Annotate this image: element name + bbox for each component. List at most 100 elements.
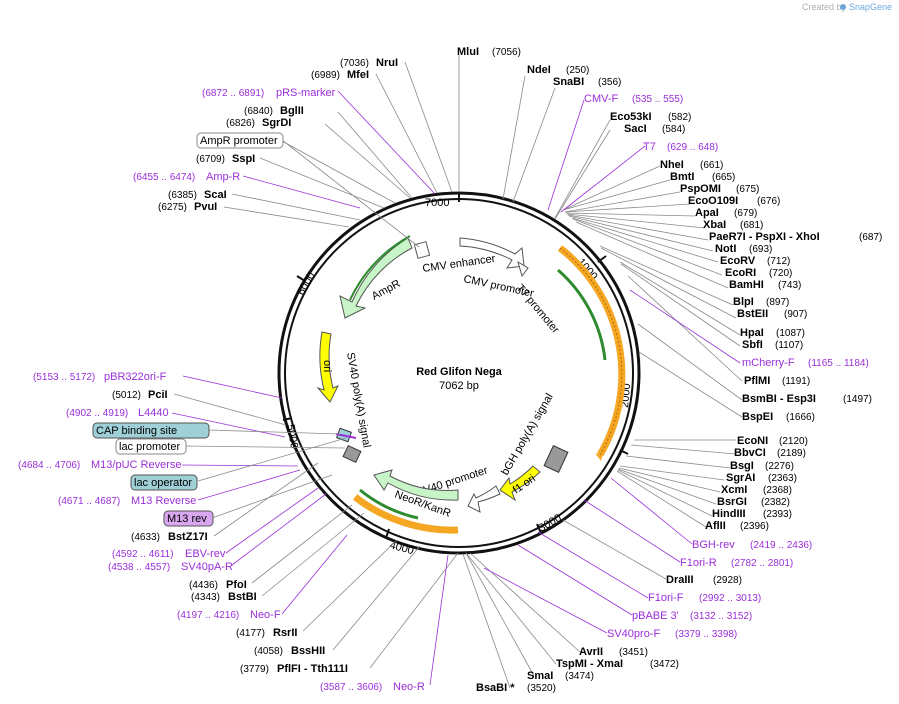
site-xcmi: XcmI	[721, 484, 747, 496]
site-sgrai: SgrAI	[726, 472, 755, 484]
site-bspei-pos: (1666)	[786, 412, 815, 423]
site-bglii-pos: (6840)	[244, 106, 273, 117]
site-bstbi: BstBI	[228, 591, 257, 603]
site-bstz17i-pos: (4633)	[131, 532, 160, 543]
cap-site-label: CAP binding site	[96, 425, 177, 437]
cmv-enhancer-label: CMV enhancer	[422, 253, 497, 275]
site-bsshii: BssHII	[291, 645, 325, 657]
ampr-label: AmpR	[370, 278, 403, 303]
site-pspomi: PspOMI	[680, 183, 721, 195]
site-bsmbi: BsmBI - Esp3I	[742, 393, 816, 405]
ori-arrow	[316, 331, 340, 403]
snapgene-logo-icon	[840, 4, 846, 10]
site-avrii-pos: (3451)	[619, 647, 648, 658]
primer-pbabe3: pBABE 3'	[632, 610, 679, 622]
tick-6000: 6000	[295, 270, 318, 297]
primer-sv40pa-r-pos: (4538 .. 4557)	[108, 562, 170, 573]
site-bsshii-pos: (4058)	[254, 646, 283, 657]
site-pflfi-pos: (3779)	[240, 664, 269, 675]
site-aflii: AflII	[705, 520, 726, 532]
site-smai: SmaI	[527, 670, 553, 682]
site-hindiii-pos: (2393)	[763, 509, 792, 520]
primer-ebv-rev-pos: (4592 .. 4611)	[112, 549, 174, 560]
site-pvui-pos: (6275)	[158, 202, 187, 213]
site-sspi: SspI	[232, 153, 255, 165]
site-rsrii-pos: (4177)	[236, 628, 265, 639]
site-aflii-pos: (2396)	[740, 521, 769, 532]
primer-l4440-pos: (4902 .. 4919)	[66, 408, 128, 419]
plasmid-length: 7062 bp	[439, 380, 479, 392]
primer-neo-r: Neo-R	[393, 681, 425, 693]
primer-m13puc: M13/pUC Reverse	[91, 459, 181, 471]
primer-cmv-f: CMV-F	[584, 93, 619, 105]
site-pfoi: PfoI	[226, 579, 247, 591]
site-saci-pos: (584)	[662, 124, 685, 135]
site-hpai: HpaI	[740, 327, 764, 339]
site-ecorv-pos: (712)	[767, 256, 790, 267]
ampr-promoter-label: AmpR promoter	[200, 135, 278, 147]
lac-operator-mark	[335, 433, 357, 439]
lac-promoter-tag	[115, 438, 187, 455]
primer-t7-pos: (629 .. 648)	[667, 142, 718, 153]
site-tspmi: TspMI - XmaI	[556, 658, 623, 670]
primer-sv40pa-r: SV40pA-R	[181, 561, 233, 573]
cmv-enhancer-arrow	[459, 237, 525, 269]
primer-sv40pro-f-pos: (3379 .. 3398)	[675, 629, 737, 640]
plasmid-name: Red Glifon Nega	[416, 366, 502, 378]
site-pspomi-pos: (675)	[736, 184, 759, 195]
site-bsteii-pos: (907)	[784, 309, 807, 320]
site-hpai-pos: (1087)	[776, 328, 805, 339]
primer-bgh-rev: BGH-rev	[692, 539, 735, 551]
site-smai-pos: (3474)	[565, 671, 594, 682]
site-bsrgi: BsrGI	[717, 496, 747, 508]
lac-operator-label: lac operator	[134, 477, 192, 489]
primer-prs-marker-pos: (6872 .. 6891)	[202, 88, 264, 99]
t7-promoter-arrow	[517, 260, 529, 278]
neor-arrow	[373, 469, 459, 501]
primer-t7: T7	[643, 141, 656, 153]
primer-f1ori-f: F1ori-F	[648, 592, 684, 604]
site-bmti-pos: (665)	[712, 172, 735, 183]
right-site-labels: MluI (7056) NdeI (250) SnaBI (356) Eco53…	[457, 46, 882, 694]
bgh-polya-box	[543, 444, 569, 474]
site-ndei: NdeI	[527, 64, 551, 76]
site-blpi-pos: (897)	[766, 297, 789, 308]
site-sbfi: SbfI	[742, 339, 763, 351]
primer-amp-r-pos: (6455 .. 6474)	[133, 172, 195, 183]
site-bstbi-pos: (4343)	[191, 592, 220, 603]
site-snabi: SnaBI	[553, 76, 584, 88]
neor-inner-arc	[359, 488, 419, 520]
primer-mcherry-f: mCherry-F	[742, 357, 795, 369]
site-sspi-pos: (6709)	[196, 154, 225, 165]
site-paer7i-pos: (687)	[859, 232, 882, 243]
feature-box-lines	[183, 139, 420, 519]
site-saci: SacI	[624, 123, 647, 135]
site-mlui: MluI	[457, 46, 479, 58]
right-primer-labels: CMV-F (535 .. 555) T7 (629 .. 648) mCher…	[584, 93, 869, 640]
left-primer-lines	[171, 90, 449, 686]
site-apai-pos: (679)	[734, 208, 757, 219]
site-mfei-pos: (6989)	[311, 70, 340, 81]
tick-7000: 7000	[425, 197, 449, 209]
site-hindiii: HindIII	[712, 508, 746, 520]
ori-label: ori	[321, 360, 333, 372]
primer-f1ori-r: F1ori-R	[680, 557, 717, 569]
right-leader-lines	[458, 55, 743, 689]
site-pflmi: PflMI	[744, 375, 770, 387]
primer-bgh-rev-pos: (2419 .. 2436)	[750, 540, 812, 551]
site-snabi-pos: (356)	[598, 77, 621, 88]
primer-ebv-rev: EBV-rev	[185, 548, 226, 560]
site-pflfi: PflFI - Tth111I	[277, 663, 348, 675]
site-eco53ki-pos: (582)	[668, 112, 691, 123]
site-bstz17i: BstZ17I	[168, 531, 208, 543]
cap-site-tag	[92, 422, 210, 439]
m13-rev-tag	[163, 510, 214, 527]
m13-rev-label: M13 rev	[167, 513, 207, 525]
site-bsgi-pos: (2276)	[765, 461, 794, 472]
lac-promoter-label: lac promoter	[119, 441, 180, 453]
credit-brand: SnapGene	[849, 2, 892, 12]
site-nrui-pos: (7036)	[340, 58, 369, 69]
site-tspmi-pos: (3472)	[650, 659, 679, 670]
t7-promoter-label: T7 promoter	[514, 282, 562, 336]
site-bglii: BglII	[280, 105, 304, 117]
